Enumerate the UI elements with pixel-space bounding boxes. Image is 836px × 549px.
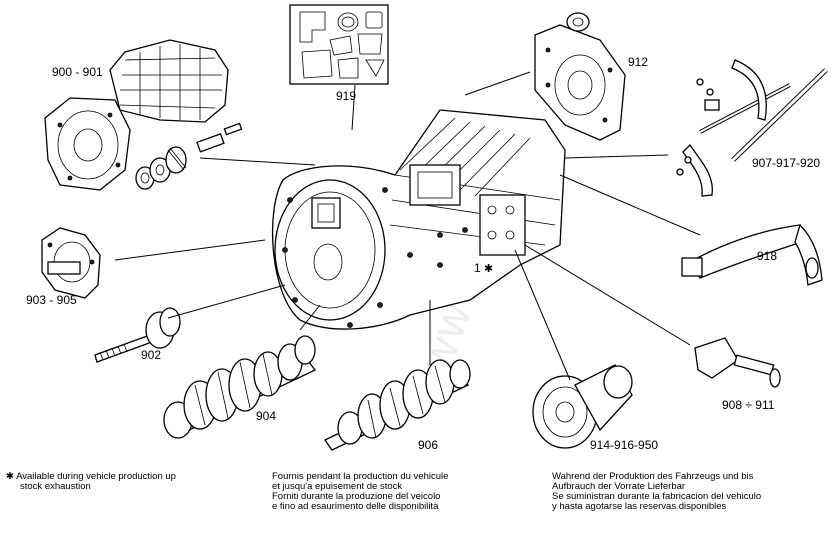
input-shaft-902: [94, 307, 181, 363]
callout-1: 1 ✱: [474, 261, 494, 276]
callout-918: 918: [757, 249, 778, 263]
note-french-italian: Fournis pendant la production du vehicul…: [272, 471, 449, 512]
shift-forks-907: [676, 59, 828, 197]
assembly-914: [532, 364, 633, 449]
callout-908-911: 908 ÷ 911: [722, 398, 775, 412]
callout-912: 912: [628, 55, 649, 69]
callout-900-901: 900 - 901: [52, 65, 103, 79]
housing-900-901: [44, 39, 243, 191]
arm-918: [681, 223, 823, 286]
rear-housing-912: [534, 12, 626, 141]
countershaft-906: [324, 359, 471, 451]
note-english: ✱ Available during vehicle production up…: [6, 471, 176, 492]
callout-902: 902: [141, 348, 162, 362]
main-gearbox-housing: [271, 109, 566, 330]
cover-903-905: [41, 227, 101, 299]
leader-lines: [114, 71, 701, 381]
callout-919: 919: [336, 89, 357, 103]
main-shaft-904: [163, 335, 316, 439]
callout-906: 906: [418, 438, 439, 452]
callout-904: 904: [256, 409, 277, 423]
callout-903-905: 903 - 905: [26, 293, 77, 307]
note-german-spanish: Wahrend der Produktion des Fahrzeugs und…: [552, 471, 762, 512]
star-icon: ✱: [484, 262, 494, 275]
callout-914-916-950: 914-916-950: [590, 438, 659, 452]
callout-907-917-920: 907-917-920: [752, 156, 821, 170]
actuator-908: [694, 337, 781, 388]
star-icon: ✱: [6, 471, 14, 482]
gasket-set-box: [289, 4, 389, 85]
